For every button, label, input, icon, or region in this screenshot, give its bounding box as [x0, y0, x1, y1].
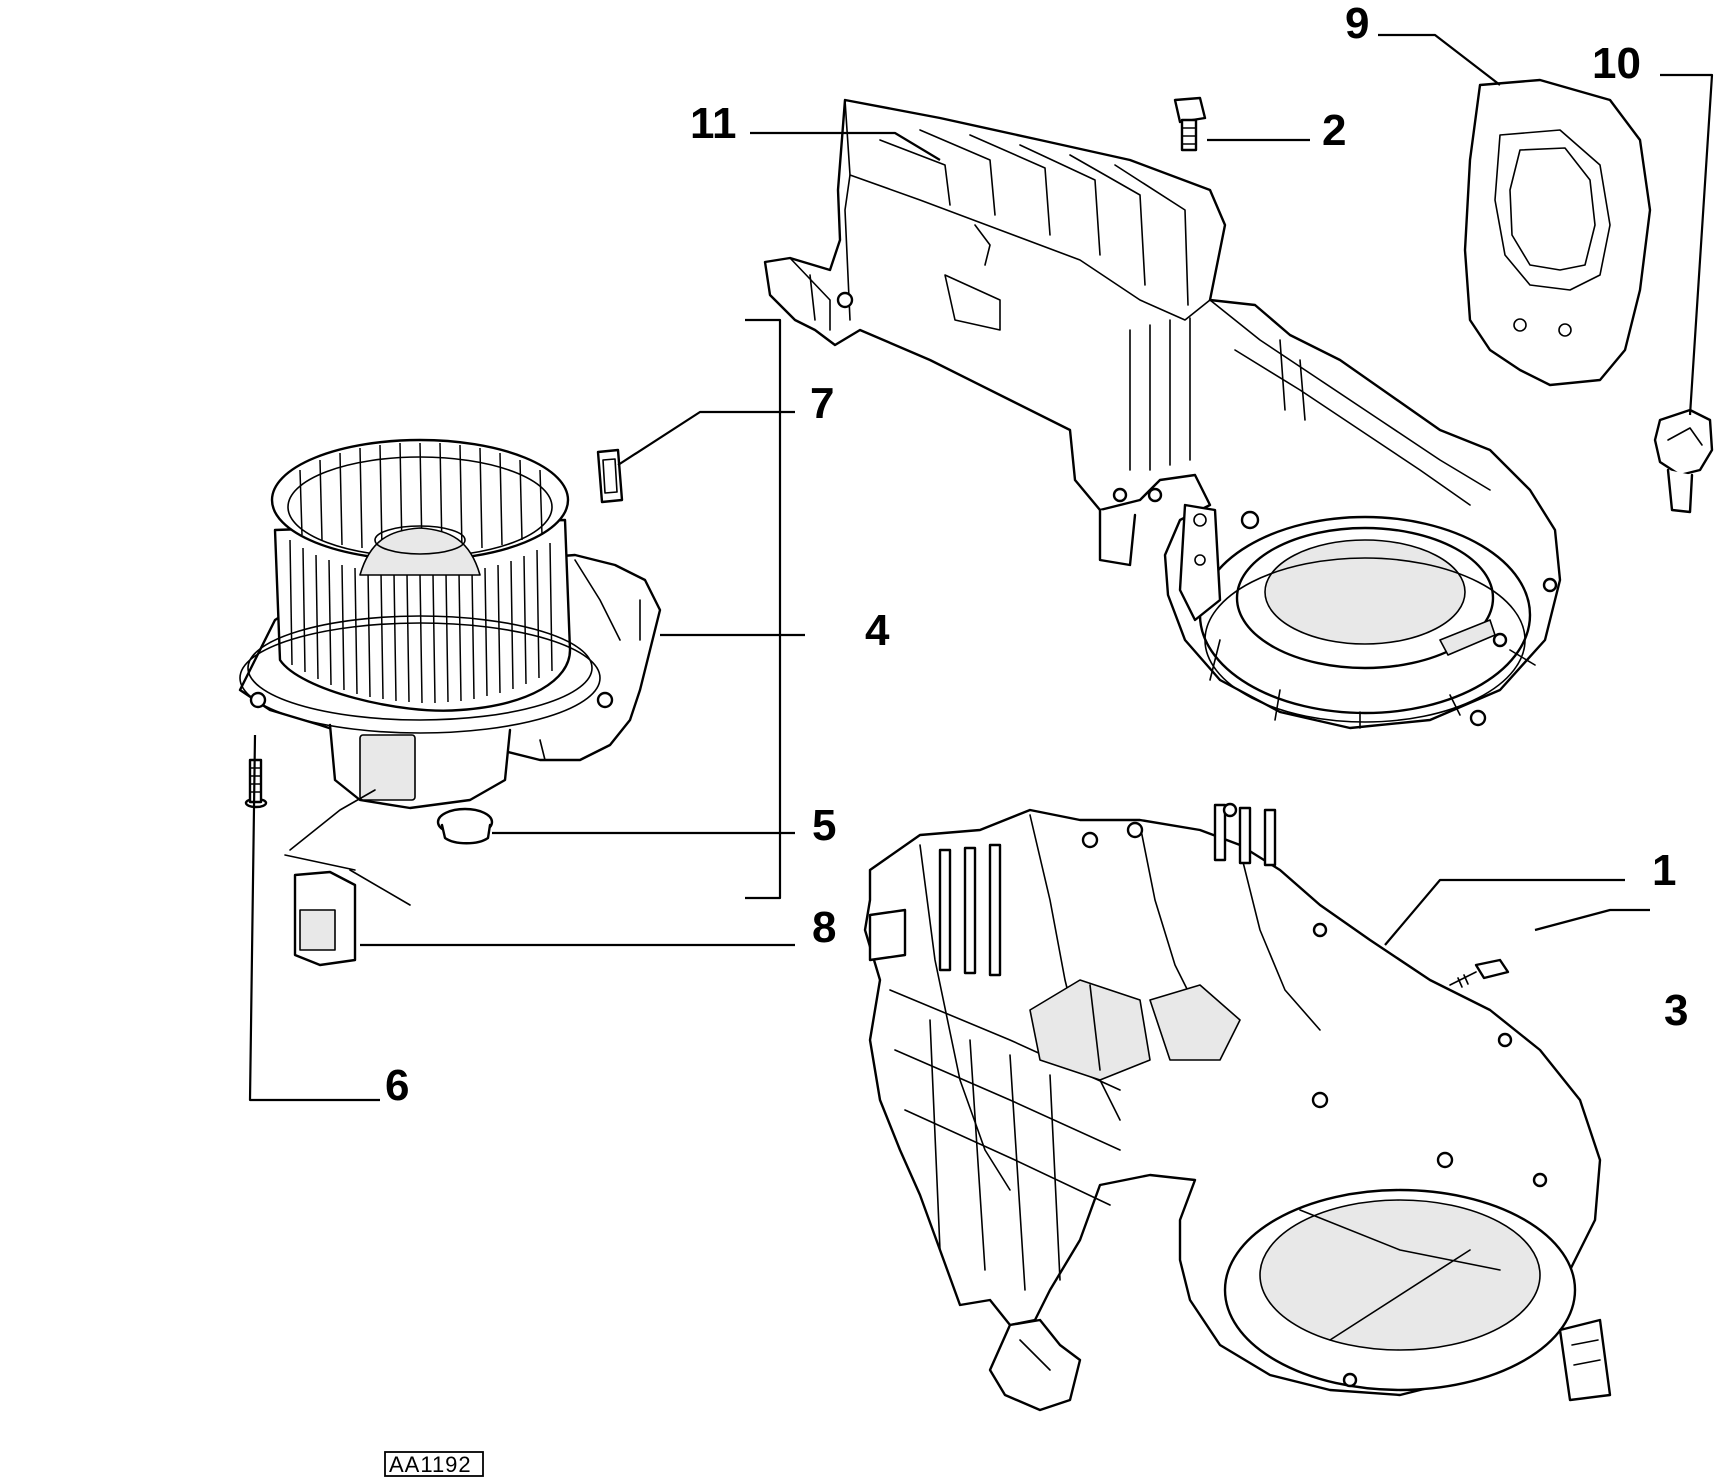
- screw-pin: [1449, 958, 1510, 988]
- drawing-reference: AA1192: [384, 1451, 484, 1477]
- callouts: 1 2 3 4 5 6 7 8 9 10 11: [385, 0, 1688, 1110]
- bolt: [1173, 96, 1207, 152]
- callout-3: 3: [1664, 986, 1688, 1035]
- gasket: [1463, 78, 1652, 387]
- fastener-clip: [1653, 408, 1714, 514]
- leader-lines: [248, 33, 1714, 1102]
- callout-1: 1: [1652, 846, 1676, 895]
- callout-10: 10: [1592, 39, 1641, 88]
- blower-fan: [238, 438, 662, 810]
- callout-5: 5: [812, 801, 836, 850]
- upper-housing: [763, 98, 1562, 730]
- callout-11: 11: [690, 99, 737, 148]
- callout-2: 2: [1322, 106, 1346, 155]
- callout-7: 7: [810, 379, 834, 428]
- cap: [436, 807, 494, 845]
- callout-9: 9: [1345, 0, 1369, 48]
- callout-4: 4: [865, 606, 890, 655]
- drawing-ref-label: AA1192: [389, 1452, 472, 1477]
- callout-8: 8: [812, 903, 836, 952]
- lower-housing: [863, 802, 1612, 1412]
- screw: [244, 758, 268, 809]
- callout-6: 6: [385, 1061, 409, 1110]
- clip: [596, 448, 624, 504]
- resistor: [284, 789, 411, 967]
